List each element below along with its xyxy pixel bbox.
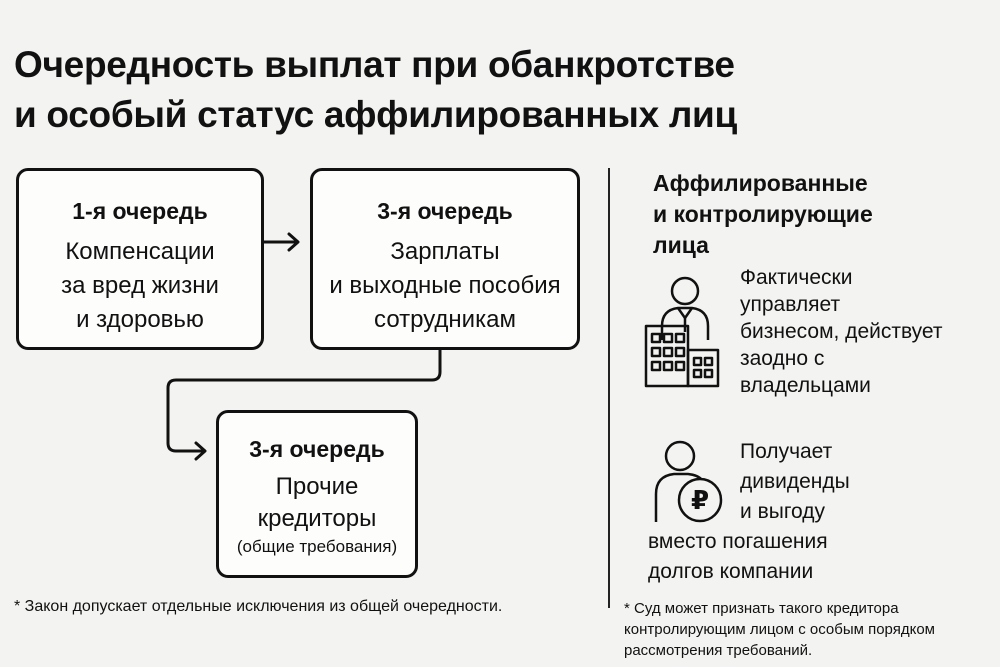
- affiliated-title-line: и контролирующие: [653, 201, 873, 227]
- page-title: Очередность выплат при обанкротстве и ос…: [14, 40, 737, 140]
- queue-note: (общие требования): [236, 537, 398, 556]
- dividends-line: и выгоду: [740, 500, 825, 523]
- person-with-building-icon: [644, 276, 720, 388]
- dividends-line: Получает: [740, 440, 833, 463]
- queue-line: Компенсации: [65, 238, 215, 265]
- queue-line: Прочие: [275, 473, 359, 500]
- queue-line: за вред жизни: [61, 272, 219, 299]
- control-line: Фактически: [740, 266, 853, 289]
- queue-box-wages: 3-я очередь Зарплаты и выходные пособия …: [310, 168, 580, 350]
- control-line: бизнесом, действует: [740, 320, 943, 343]
- queue-line: сотрудникам: [374, 306, 516, 333]
- title-line-1: Очередность выплат при обанкротстве: [14, 44, 735, 85]
- affiliated-dividends-text: Получает дивиденды и выгоду: [740, 437, 850, 527]
- footnote-line: рассмотрения требований.: [624, 642, 813, 659]
- queue-line: и выходные пособия: [329, 272, 561, 299]
- footnote-line: контролирующим лицом с особым порядком: [624, 621, 935, 638]
- title-line-2: и особый статус аффилированных лиц: [14, 94, 737, 135]
- control-line: управляет: [740, 293, 841, 316]
- dividends-line: дивиденды: [740, 470, 850, 493]
- queue-line: Зарплаты: [390, 238, 500, 265]
- queue-heading: 3-я очередь: [249, 436, 385, 462]
- queue-description: Компенсации за вред жизни и здоровью: [19, 235, 261, 337]
- control-line: владельцами: [740, 374, 871, 397]
- queue-description: Прочие кредиторы (общие требования): [219, 471, 415, 559]
- affiliated-control-text: Фактически управляет бизнесом, действует…: [740, 264, 943, 399]
- affiliated-title-line: лица: [653, 232, 709, 258]
- person-with-ruble-coin-icon: ₽: [654, 440, 723, 523]
- queue-heading: 1-я очередь: [72, 198, 208, 224]
- dividends-line: вместо погашения: [648, 530, 828, 553]
- queue-heading: 3-я очередь: [377, 198, 513, 224]
- vertical-divider: [608, 168, 610, 608]
- affiliated-dividends-continuation: вместо погашения долгов компании: [648, 527, 828, 587]
- arrow-box2-to-box3: [166, 348, 442, 461]
- queue-description: Зарплаты и выходные пособия сотрудникам: [313, 235, 577, 337]
- footnote-exceptions: * Закон допускает отдельные исключения и…: [14, 598, 503, 615]
- affiliated-title-line: Аффилированные: [653, 170, 868, 196]
- queue-box-first: 1-я очередь Компенсации за вред жизни и …: [16, 168, 264, 350]
- affiliated-title: Аффилированные и контролирующие лица: [653, 168, 873, 261]
- queue-box-other-creditors: 3-я очередь Прочие кредиторы (общие треб…: [216, 410, 418, 578]
- queue-line: и здоровью: [76, 306, 204, 333]
- queue-line: кредиторы: [257, 505, 377, 532]
- control-line: заодно с: [740, 347, 825, 370]
- arrow-box1-to-box2: [262, 232, 300, 252]
- dividends-line: долгов компании: [648, 560, 814, 583]
- footnote-court: * Суд может признать такого кредитора ко…: [624, 598, 935, 661]
- footnote-line: * Суд может признать такого кредитора: [624, 600, 899, 617]
- ruble-symbol: ₽: [691, 486, 709, 516]
